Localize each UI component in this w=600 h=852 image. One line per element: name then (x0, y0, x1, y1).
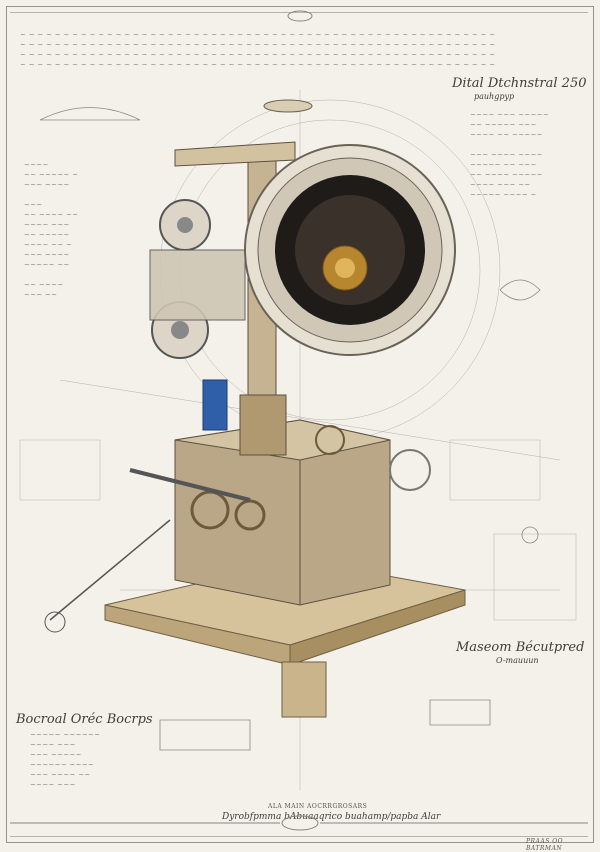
title-right-mid: Maseom Bécutpred (456, 640, 585, 655)
header-scribble-text: ~ ~ ~ ~ ~ ~ ~ ~ ~ ~ ~ ~ ~ ~ ~ ~ ~ ~ ~ ~ … (20, 31, 496, 69)
caption-bottom: Dyrobfpmma bAbuaaqrico buahamp/papba Ala… (222, 812, 441, 822)
caption-heading: ALA MAIN AOCRRGROSARS (268, 803, 368, 810)
horn-speaker (244, 144, 456, 356)
title-right-top: Dital Dtchnstral 250 (452, 76, 587, 91)
left-wheels (149, 199, 246, 359)
machine-body (44, 379, 431, 633)
bottom-ornament (10, 10, 588, 831)
outer-border (6, 6, 594, 843)
notes-left: ~~~~~~ ~~~~~ ~~~~ ~~~~~~~~~ ~~~~ ~~~~~~ … (24, 161, 79, 299)
blue-cylinder (202, 379, 228, 431)
notes-left-bottom: ~~~~~ ~~~~~~~~~~ ~~~~~~ ~~~~~~~~~~~ ~~~~… (30, 731, 101, 789)
title-left-bottom: Bocroal Oréc Bocrps (16, 712, 153, 727)
subtitle-right-mid: O-mauuun (496, 656, 539, 665)
notes-right: ~~~~ ~~~ ~~~~~~~ ~~~~~ ~~~~~~~ ~~ ~~~~~~… (470, 111, 550, 199)
inner-border (10, 12, 588, 837)
subtitle-right-top: pauhgpyp (474, 92, 515, 101)
small-sketches (39, 107, 541, 751)
